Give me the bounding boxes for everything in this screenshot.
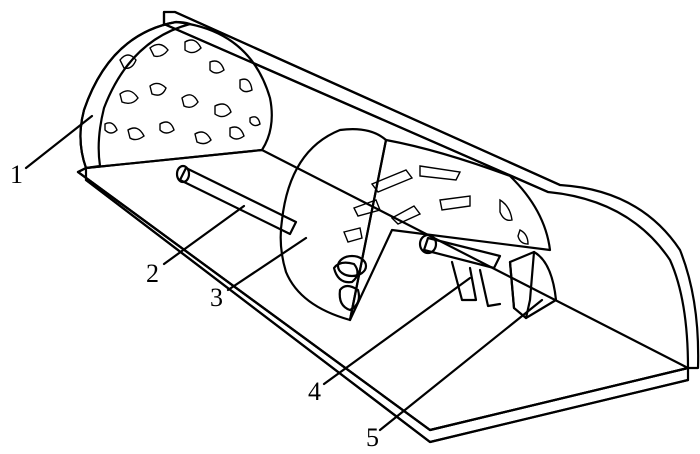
label-2: 2 <box>146 259 159 288</box>
label-4: 4 <box>308 377 321 406</box>
main-shaft <box>175 164 298 236</box>
tunnel-floor <box>76 148 690 444</box>
label-3: 3 <box>210 283 223 312</box>
cutter-head <box>279 128 552 322</box>
leader-lines <box>24 114 544 432</box>
rock-face <box>79 20 273 170</box>
erector-arm <box>418 233 502 308</box>
label-5: 5 <box>366 423 379 452</box>
label-1: 1 <box>10 160 23 189</box>
tunnel-shell <box>162 10 700 370</box>
